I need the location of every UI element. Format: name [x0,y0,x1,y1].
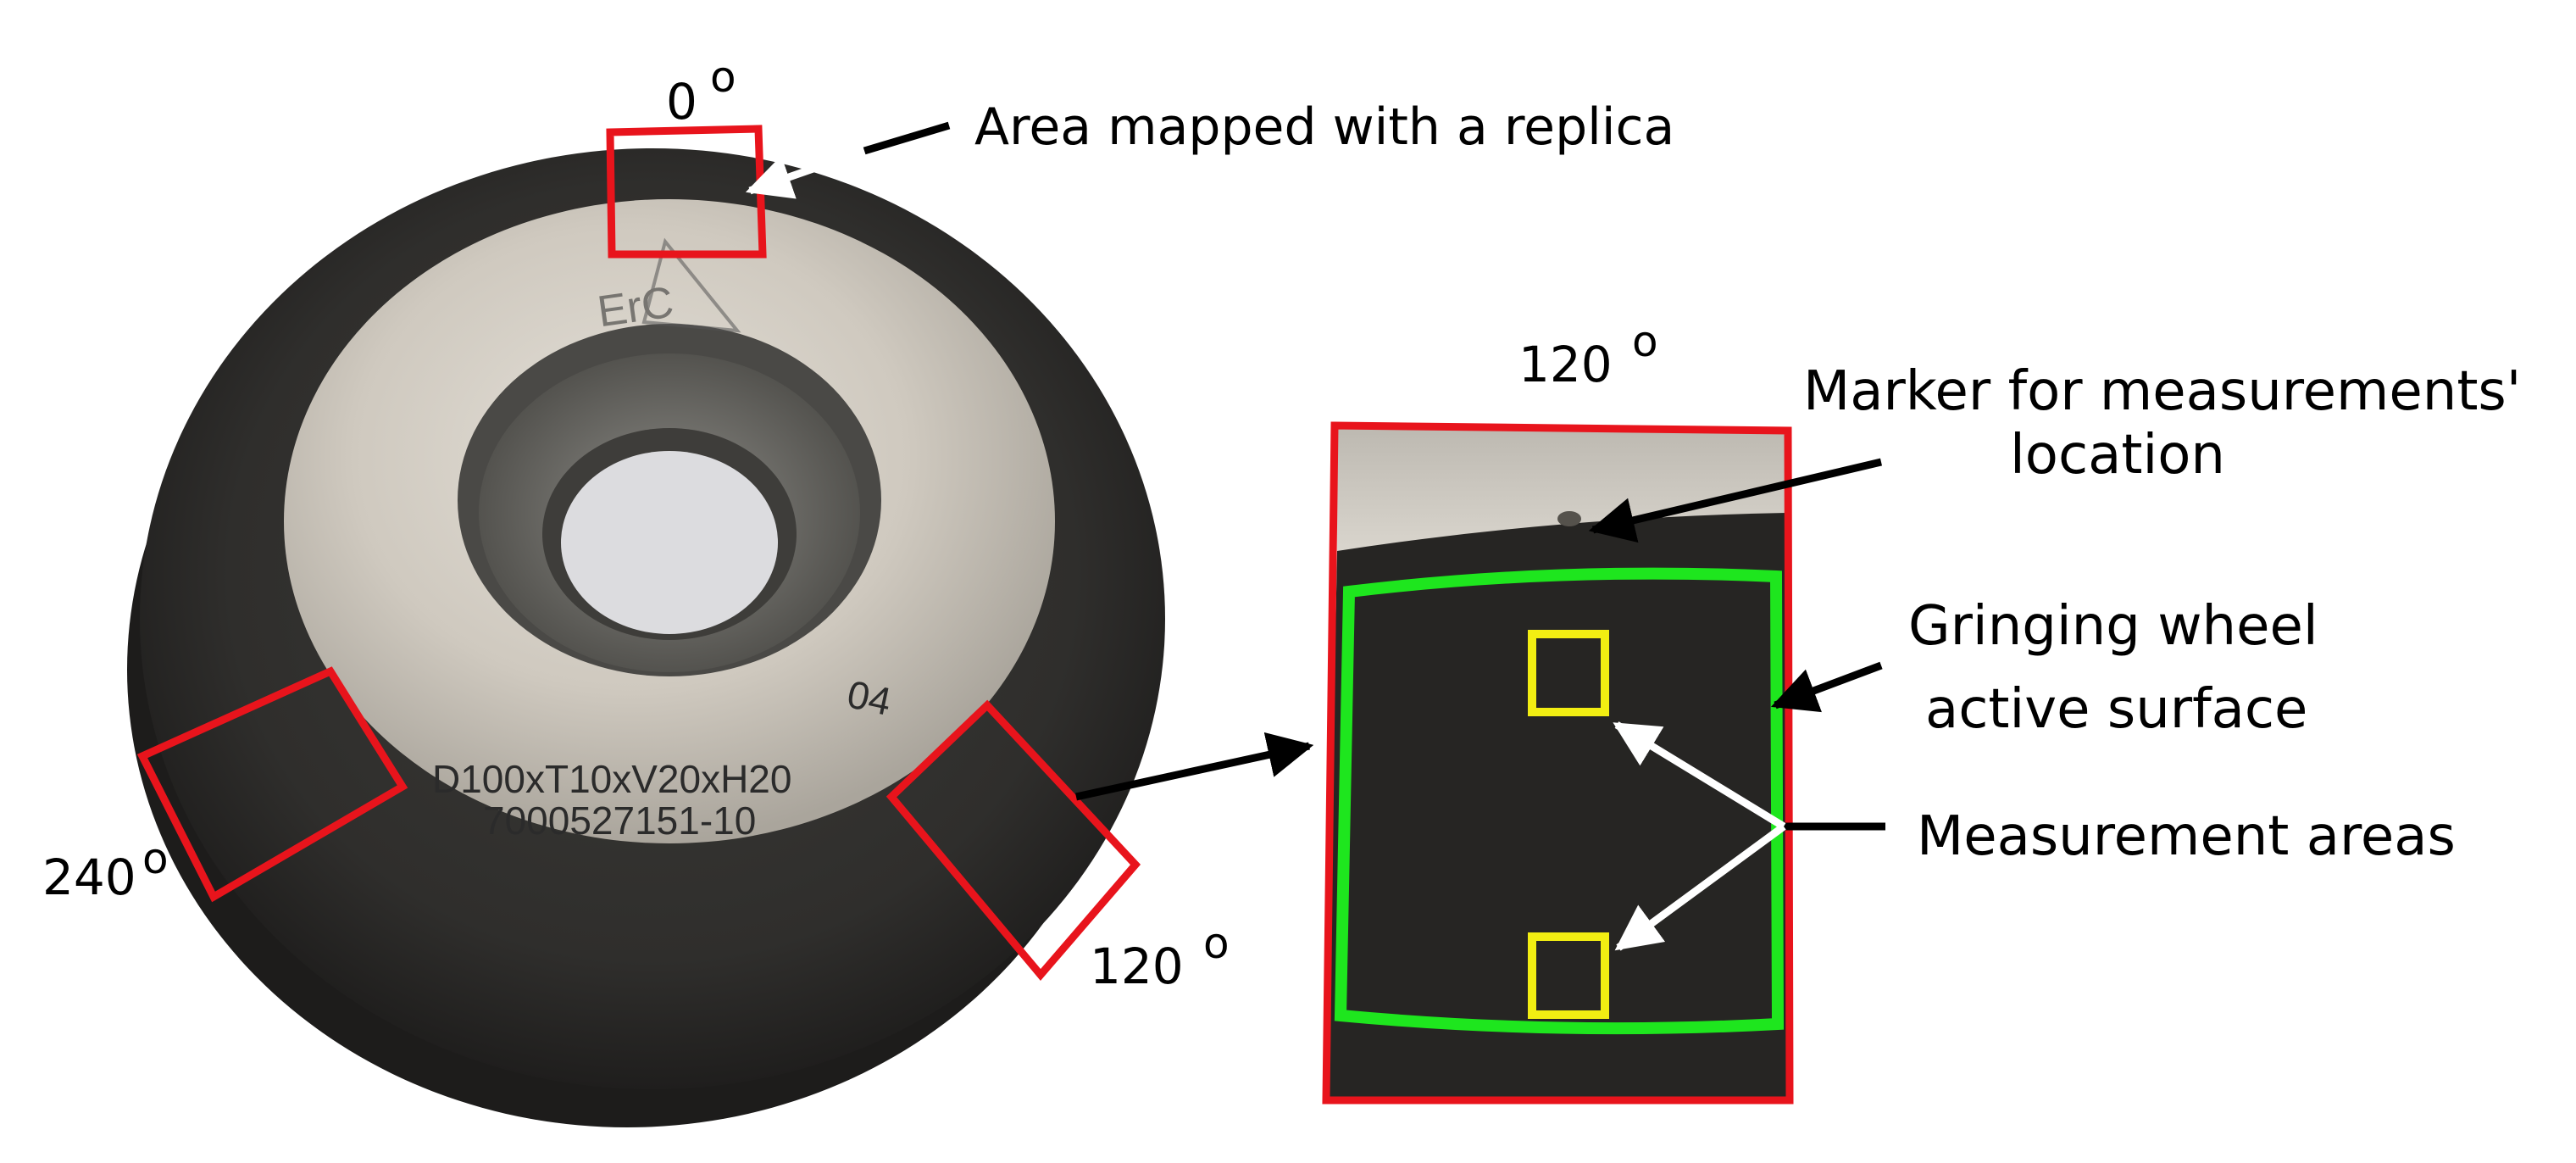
angle-degree-right: o [1203,919,1230,968]
replica-arrow-white [745,147,866,199]
replica-arrow-dark [863,121,951,155]
label-marker-line2: location [2010,424,2225,487]
wheel-mark: 04 [843,671,895,724]
wheel-stamp-line1: D100xT10xV20xH20 [432,757,791,801]
replica-box-240deg [136,666,408,903]
marker-arrow [1588,458,1883,543]
wheel-bore-hole [561,451,778,634]
grinding-wheel: ErC 04 D100xT10xV20xH20 7000527151-10 0 … [42,53,1230,1127]
label-replica-area: Area mapped with a replica [974,97,1674,157]
replica-box-0deg [606,125,767,259]
label-active-surface-line1: Gringing wheel [1908,595,2318,658]
inset-angle-degree: o [1632,317,1658,366]
replica-box-120deg [886,699,1141,981]
label-measurement-areas: Measurement areas [1917,805,2456,868]
inset-replica-frame [1322,421,1794,1105]
measurement-box-upper [1528,630,1609,716]
zoom-arrow [1075,732,1314,801]
wheel-stamp-line2: 7000527151-10 [483,799,756,843]
inset-zoom: 120 o [1322,317,1794,1105]
active-surface-arrow [1770,661,1883,713]
angle-label-right: 120 [1090,938,1184,995]
label-active-surface-line2: active surface [1925,678,2307,741]
label-marker-line1: Marker for measurements' [1803,360,2521,423]
measurement-arrow-upper [1613,721,1786,830]
wheel-logo-text: ErC [595,277,677,337]
active-surface-outline [1334,567,1785,1035]
inset-angle-label: 120 [1518,336,1613,393]
angle-label-top: 0 [666,73,697,131]
measurement-box-lower [1528,932,1609,1019]
wheel-logo: ErC [595,237,741,337]
measurement-arrow-lower [1614,823,1786,951]
angle-degree-left: o [142,834,169,883]
angle-label-left: 240 [42,849,136,906]
angle-degree-top: o [710,53,736,102]
inset-marker-dot [1557,511,1581,526]
inset-abrasive-region [1326,513,1786,1104]
